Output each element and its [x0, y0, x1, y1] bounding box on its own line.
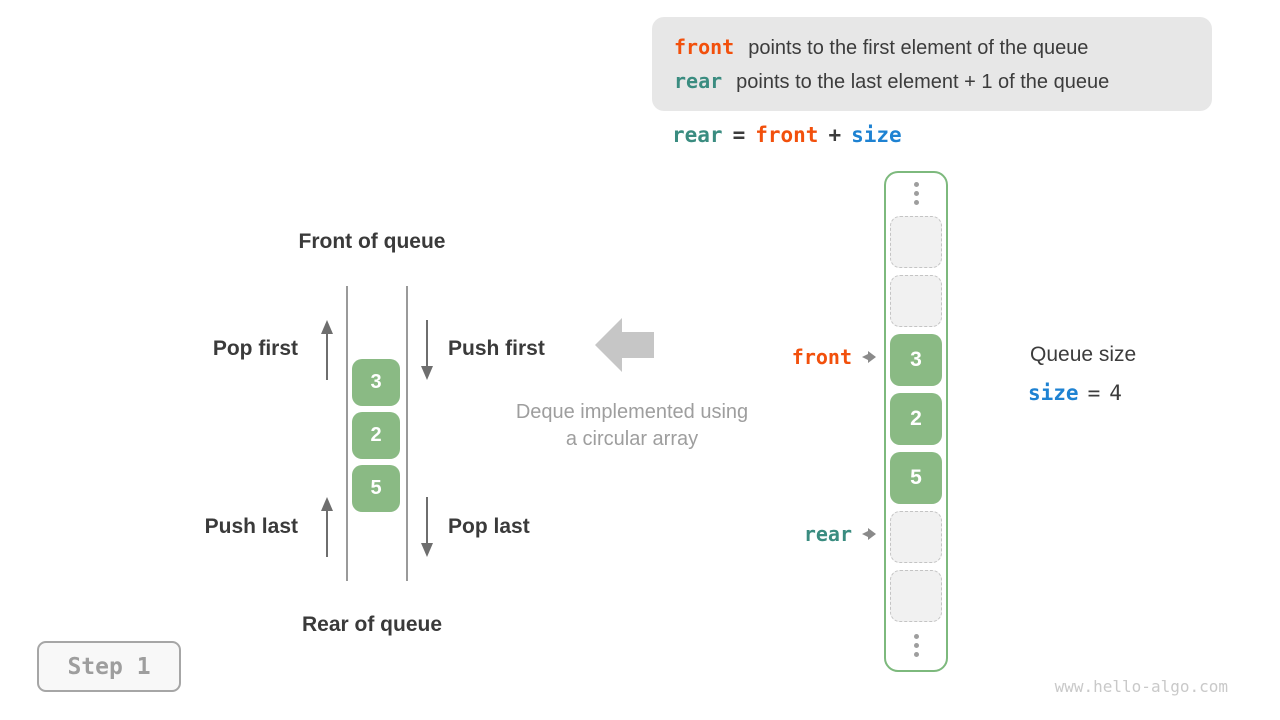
formula-size: size	[851, 123, 902, 147]
pop-last-down-arrow-icon	[421, 497, 433, 557]
queue-size-equation: size = 4	[1028, 381, 1122, 405]
formula-rear: rear	[672, 123, 723, 147]
left-block-arrow-icon	[595, 317, 655, 373]
front-of-queue-label: Front of queue	[298, 230, 446, 253]
array-cell-value: 5	[890, 452, 942, 504]
push-first-down-arrow-icon	[421, 320, 433, 380]
channel-line-left	[346, 286, 348, 581]
step-badge: Step 1	[37, 641, 181, 692]
front-pointer: front	[792, 345, 876, 369]
array-cell-value: 3	[890, 334, 942, 386]
ellipsis-icon	[913, 629, 919, 661]
ellipsis-icon	[913, 177, 919, 209]
size-equals: =	[1087, 381, 1101, 405]
legend-line-rear: rear points to the last element + 1 of t…	[674, 69, 1212, 94]
size-value: 4	[1109, 381, 1122, 405]
channel-line-right	[406, 286, 408, 581]
rear-pointer-label: rear	[803, 522, 852, 546]
caption-line-2: a circular array	[565, 428, 699, 450]
push-first-label: Push first	[448, 337, 545, 360]
deque-cell: 2	[352, 412, 400, 459]
deque-cell: 5	[352, 465, 400, 512]
size-variable: size	[1028, 381, 1079, 405]
rear-of-queue-label: Rear of queue	[301, 613, 443, 636]
formula-front: front	[755, 123, 819, 147]
pop-first-up-arrow-icon	[321, 320, 333, 380]
array-cell-empty	[890, 570, 942, 622]
formula: rear = front + size	[672, 121, 902, 149]
push-last-label: Push last	[204, 515, 298, 538]
deque-cell: 3	[352, 359, 400, 406]
deque-stack: 3 2 5	[352, 359, 400, 512]
array-cell-empty	[890, 275, 942, 327]
array-cell-empty	[890, 216, 942, 268]
queue-size-title: Queue size	[1030, 343, 1137, 366]
array-cell-value: 2	[890, 393, 942, 445]
caption-line-1: Deque implemented using	[515, 401, 749, 423]
legend-rear-text: points to the last element + 1 of the qu…	[736, 70, 1110, 93]
caption: Deque implemented using a circular array	[472, 399, 792, 453]
pop-last-label: Pop last	[448, 515, 530, 538]
front-token: front	[674, 34, 735, 59]
push-last-up-arrow-icon	[321, 497, 333, 557]
pointer-arrow-icon	[862, 528, 876, 540]
front-pointer-label: front	[791, 345, 852, 369]
pop-first-label: Pop first	[212, 337, 298, 360]
legend-line-front: front points to the first element of the…	[674, 35, 1212, 60]
pointer-arrow-icon	[862, 351, 876, 363]
array-column: 3 2 5	[884, 171, 948, 672]
formula-equals: =	[732, 123, 746, 147]
legend-box: front points to the first element of the…	[652, 17, 1212, 111]
array-cell-empty	[890, 511, 942, 563]
rear-pointer: rear	[804, 522, 876, 546]
formula-plus: +	[828, 123, 842, 147]
legend-front-text: points to the first element of the queue	[748, 36, 1089, 59]
rear-token: rear	[674, 68, 723, 93]
watermark: www.hello-algo.com	[1054, 677, 1228, 696]
